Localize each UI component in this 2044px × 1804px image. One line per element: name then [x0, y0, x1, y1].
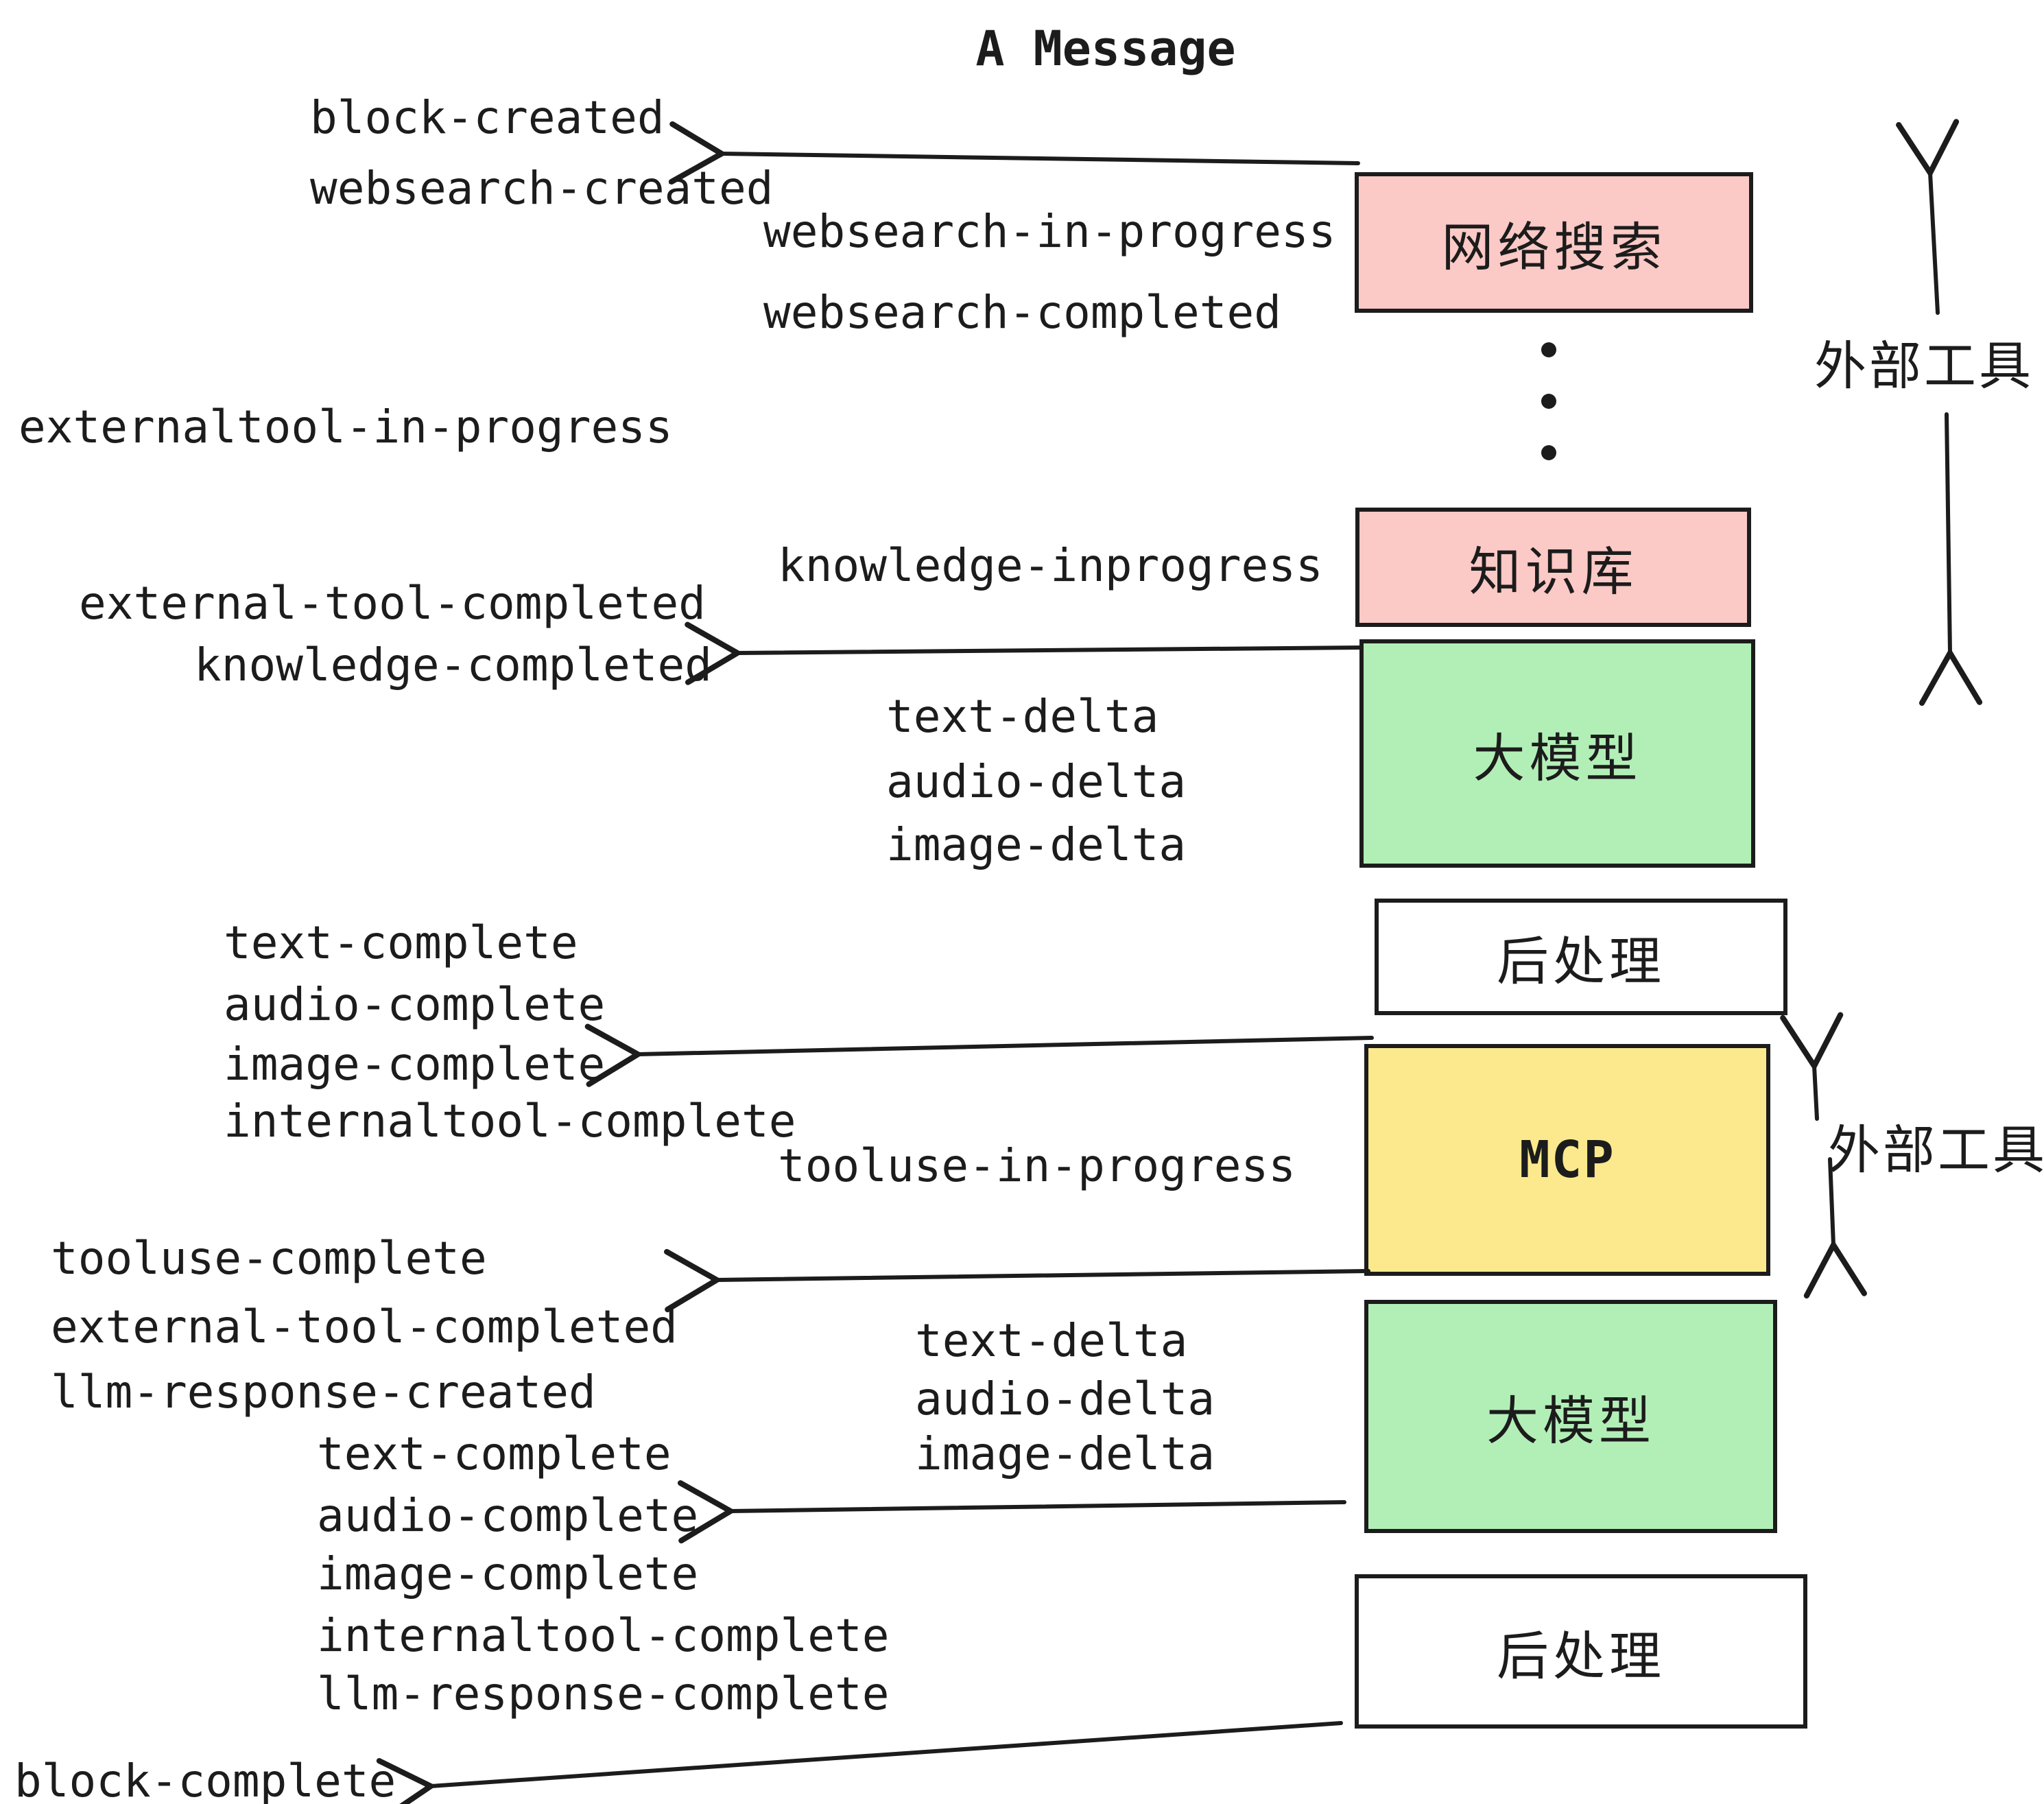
- box-mcp: MCP: [1364, 1044, 1770, 1276]
- event-llm-response-complete: llm-response-complete: [317, 1667, 890, 1720]
- arrow-websearch-to-created: [668, 121, 1360, 185]
- event-audio-delta-2: audio-delta: [915, 1373, 1215, 1425]
- event-tooluse-complete: tooluse-complete: [51, 1232, 487, 1285]
- box-mcp-label: MCP: [1519, 1130, 1615, 1189]
- box-postprocess-1: 后处理: [1375, 899, 1787, 1015]
- event-block-created: block-created: [310, 91, 665, 144]
- arrow-external-tools-up: [1896, 119, 1960, 315]
- box-llm-2: 大模型: [1364, 1300, 1777, 1533]
- event-image-complete: image-complete: [224, 1038, 606, 1091]
- box-postprocess-1-label: 后处理: [1497, 933, 1665, 991]
- event-websearch-in-progress: websearch-in-progress: [763, 205, 1336, 258]
- event-text-complete-2: text-complete: [317, 1427, 672, 1480]
- side-label-external-tools-top: 外部工具: [1814, 337, 2034, 396]
- event-image-complete-2: image-complete: [317, 1547, 699, 1600]
- event-audio-complete: audio-complete: [224, 978, 606, 1031]
- event-knowledge-inprogress: knowledge-inprogress: [778, 539, 1323, 592]
- event-text-delta: text-delta: [886, 690, 1159, 743]
- event-image-delta: image-delta: [886, 818, 1187, 871]
- event-text-complete: text-complete: [224, 916, 578, 969]
- box-llm-2-label: 大模型: [1486, 1392, 1655, 1451]
- arrow-post2-to-block-complete: [376, 1721, 1343, 1804]
- event-externaltool-in-progress: externaltool-in-progress: [19, 401, 673, 453]
- arrow-external-tools-mcp-down: [1803, 1157, 1867, 1299]
- box-postprocess-2: 后处理: [1355, 1574, 1807, 1729]
- arrow-post1-to-image-complete: [584, 1023, 1374, 1087]
- box-websearch-label: 网络搜索: [1441, 218, 1667, 277]
- event-internaltool-complete: internaltool-complete: [224, 1095, 796, 1148]
- arrow-llm2-to-audio-complete: [677, 1480, 1346, 1544]
- box-websearch: 网络搜索: [1355, 172, 1753, 313]
- event-image-delta-2: image-delta: [915, 1427, 1215, 1480]
- arrow-llm1-to-knowledge-completed: [685, 621, 1364, 685]
- event-internaltool-complete-2: internaltool-complete: [317, 1609, 890, 1662]
- event-llm-response-created: llm-response-created: [51, 1366, 596, 1419]
- event-websearch-completed: websearch-completed: [763, 286, 1281, 339]
- event-text-delta-2: text-delta: [915, 1314, 1188, 1367]
- event-audio-delta: audio-delta: [886, 755, 1187, 808]
- event-tooluse-in-progress: tooluse-in-progress: [778, 1139, 1296, 1192]
- box-knowledge: 知识库: [1355, 508, 1751, 627]
- event-external-tool-completed-2: external-tool-completed: [51, 1301, 678, 1353]
- box-llm-1: 大模型: [1359, 639, 1755, 868]
- event-knowledge-completed: knowledge-completed: [194, 639, 712, 691]
- event-external-tool-completed: external-tool-completed: [79, 577, 706, 630]
- box-llm-1-label: 大模型: [1473, 729, 1642, 788]
- vertical-ellipsis: [1541, 342, 1556, 460]
- arrow-mcp-to-tooluse-complete: [664, 1248, 1370, 1313]
- page-title: A Message: [975, 21, 1236, 77]
- arrow-external-tools-down: [1918, 412, 1983, 707]
- box-postprocess-2-label: 后处理: [1497, 1627, 1665, 1686]
- event-audio-complete-2: audio-complete: [317, 1489, 699, 1542]
- event-block-complete: block-complete: [14, 1755, 396, 1804]
- box-knowledge-label: 知识库: [1469, 543, 1638, 602]
- side-label-external-tools-mcp: 外部工具: [1828, 1121, 2044, 1180]
- arrow-external-tools-mcp-up: [1780, 1012, 1844, 1121]
